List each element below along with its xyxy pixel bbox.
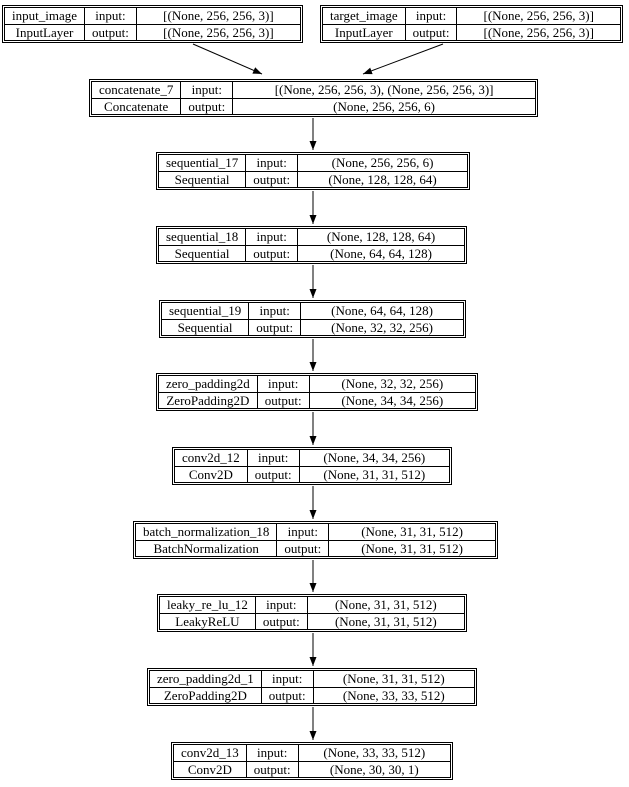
layer-name-cell: concatenate_7: [90, 81, 182, 99]
node-concatenate_7: concatenate_7 input: [(None, 256, 256, 3…: [89, 79, 538, 117]
input-label-cell: input:: [245, 154, 299, 172]
output-shape-cell: (None, 33, 33, 512): [312, 686, 476, 704]
layer-name-cell: sequential_19: [160, 302, 250, 320]
output-shape-cell: (None, 34, 34, 256): [308, 391, 477, 409]
node-conv2d_12: conv2d_12 input: (None, 34, 34, 256) Con…: [172, 447, 452, 485]
output-label-cell: output:: [404, 23, 458, 41]
input-shape-cell: (None, 128, 128, 64): [297, 228, 465, 246]
layer-table: conv2d_12 input: (None, 34, 34, 256) Con…: [174, 449, 451, 483]
input-shape-cell: (None, 32, 32, 256): [308, 375, 477, 393]
layer-table: zero_padding2d input: (None, 32, 32, 256…: [158, 375, 477, 409]
layer-table: batch_normalization_18 input: (None, 31,…: [134, 523, 496, 557]
layer-table: sequential_17 input: (None, 256, 256, 6)…: [157, 154, 468, 188]
output-label-cell: output:: [276, 539, 330, 557]
layer-table: sequential_18 input: (None, 128, 128, 64…: [157, 228, 465, 262]
layer-type-cell: ZeroPadding2D: [158, 391, 258, 409]
output-shape-cell: (None, 31, 31, 512): [328, 539, 496, 557]
node-zero_padding2d: zero_padding2d input: (None, 32, 32, 256…: [156, 373, 478, 411]
input-label-cell: input:: [260, 670, 314, 688]
layer-type-cell: Concatenate: [90, 97, 182, 115]
input-label-cell: input:: [245, 744, 299, 762]
node-sequential_18: sequential_18 input: (None, 128, 128, 64…: [156, 226, 467, 264]
layer-type-cell: Conv2D: [174, 465, 248, 483]
layer-type-cell: Sequential: [157, 170, 247, 188]
edge-input_image-concatenate_7: [192, 43, 263, 75]
layer-table: zero_padding2d_1 input: (None, 31, 31, 5…: [149, 670, 476, 704]
input-label-cell: input:: [180, 81, 234, 99]
output-label-cell: output:: [246, 465, 300, 483]
output-label-cell: output:: [248, 318, 302, 336]
input-shape-cell: (None, 31, 31, 512): [312, 670, 476, 688]
layer-name-cell: conv2d_12: [174, 449, 248, 467]
node-sequential_19: sequential_19 input: (None, 64, 64, 128)…: [159, 300, 466, 338]
input-label-cell: input:: [246, 449, 300, 467]
layer-type-cell: Conv2D: [173, 760, 247, 778]
input-label-cell: input:: [248, 302, 302, 320]
input-label-cell: input:: [245, 228, 299, 246]
layer-name-cell: batch_normalization_18: [134, 523, 278, 541]
input-label-cell: input:: [254, 596, 308, 614]
output-shape-cell: (None, 64, 64, 128): [297, 244, 465, 262]
input-shape-cell: (None, 31, 31, 512): [328, 523, 496, 541]
input-shape-cell: (None, 256, 256, 6): [297, 154, 468, 172]
layer-name-cell: leaky_re_lu_12: [159, 596, 256, 614]
layer-type-cell: Sequential: [157, 244, 247, 262]
input-label-cell: input:: [256, 375, 310, 393]
layer-table: concatenate_7 input: [(None, 256, 256, 3…: [90, 81, 536, 115]
layer-type-cell: LeakyReLU: [159, 612, 256, 630]
layer-table: leaky_re_lu_12 input: (None, 31, 31, 512…: [159, 596, 466, 630]
output-label-cell: output:: [245, 170, 299, 188]
output-shape-cell: (None, 32, 32, 256): [300, 318, 464, 336]
output-label-cell: output:: [180, 97, 234, 115]
layer-table: input_image input: [(None, 256, 256, 3)]…: [4, 7, 302, 41]
node-sequential_17: sequential_17 input: (None, 256, 256, 6)…: [156, 152, 470, 190]
edge-target_image-concatenate_7: [362, 43, 444, 75]
input-shape-cell: [(None, 256, 256, 3)]: [456, 7, 621, 25]
layer-table: sequential_19 input: (None, 64, 64, 128)…: [160, 302, 464, 336]
layer-name-cell: target_image: [322, 7, 406, 25]
layer-type-cell: ZeroPadding2D: [149, 686, 262, 704]
layer-name-cell: zero_padding2d_1: [149, 670, 262, 688]
output-shape-cell: (None, 128, 128, 64): [297, 170, 468, 188]
layer-table: target_image input: [(None, 256, 256, 3)…: [322, 7, 621, 41]
layer-type-cell: InputLayer: [322, 23, 406, 41]
layer-name-cell: input_image: [4, 7, 85, 25]
output-shape-cell: (None, 31, 31, 512): [306, 612, 466, 630]
node-input_image: input_image input: [(None, 256, 256, 3)]…: [2, 5, 303, 43]
input-label-cell: input:: [84, 7, 137, 25]
output-shape-cell: (None, 256, 256, 6): [232, 97, 536, 115]
output-label-cell: output:: [256, 391, 310, 409]
node-batch_normalization_18: batch_normalization_18 input: (None, 31,…: [133, 521, 498, 559]
output-shape-cell: (None, 31, 31, 512): [298, 465, 451, 483]
node-zero_padding2d_1: zero_padding2d_1 input: (None, 31, 31, 5…: [147, 668, 477, 706]
layer-type-cell: InputLayer: [4, 23, 85, 41]
input-shape-cell: (None, 31, 31, 512): [306, 596, 466, 614]
layer-type-cell: BatchNormalization: [134, 539, 278, 557]
layer-name-cell: conv2d_13: [173, 744, 247, 762]
input-shape-cell: (None, 33, 33, 512): [297, 744, 452, 762]
input-label-cell: input:: [276, 523, 330, 541]
layer-type-cell: Sequential: [160, 318, 250, 336]
input-label-cell: input:: [404, 7, 458, 25]
input-shape-cell: [(None, 256, 256, 3), (None, 256, 256, 3…: [232, 81, 536, 99]
input-shape-cell: [(None, 256, 256, 3)]: [135, 7, 302, 25]
output-label-cell: output:: [245, 760, 299, 778]
output-label-cell: output:: [84, 23, 137, 41]
input-shape-cell: (None, 64, 64, 128): [300, 302, 464, 320]
layer-name-cell: zero_padding2d: [158, 375, 258, 393]
layer-table: conv2d_13 input: (None, 33, 33, 512) Con…: [173, 744, 452, 778]
input-shape-cell: (None, 34, 34, 256): [298, 449, 451, 467]
node-leaky_re_lu_12: leaky_re_lu_12 input: (None, 31, 31, 512…: [157, 594, 467, 632]
output-shape-cell: (None, 30, 30, 1): [297, 760, 452, 778]
output-shape-cell: [(None, 256, 256, 3)]: [456, 23, 621, 41]
output-shape-cell: [(None, 256, 256, 3)]: [135, 23, 302, 41]
layer-name-cell: sequential_18: [157, 228, 247, 246]
node-target_image: target_image input: [(None, 256, 256, 3)…: [320, 5, 623, 43]
output-label-cell: output:: [260, 686, 314, 704]
layer-name-cell: sequential_17: [157, 154, 247, 172]
output-label-cell: output:: [245, 244, 299, 262]
output-label-cell: output:: [254, 612, 308, 630]
node-conv2d_13: conv2d_13 input: (None, 33, 33, 512) Con…: [171, 742, 453, 780]
